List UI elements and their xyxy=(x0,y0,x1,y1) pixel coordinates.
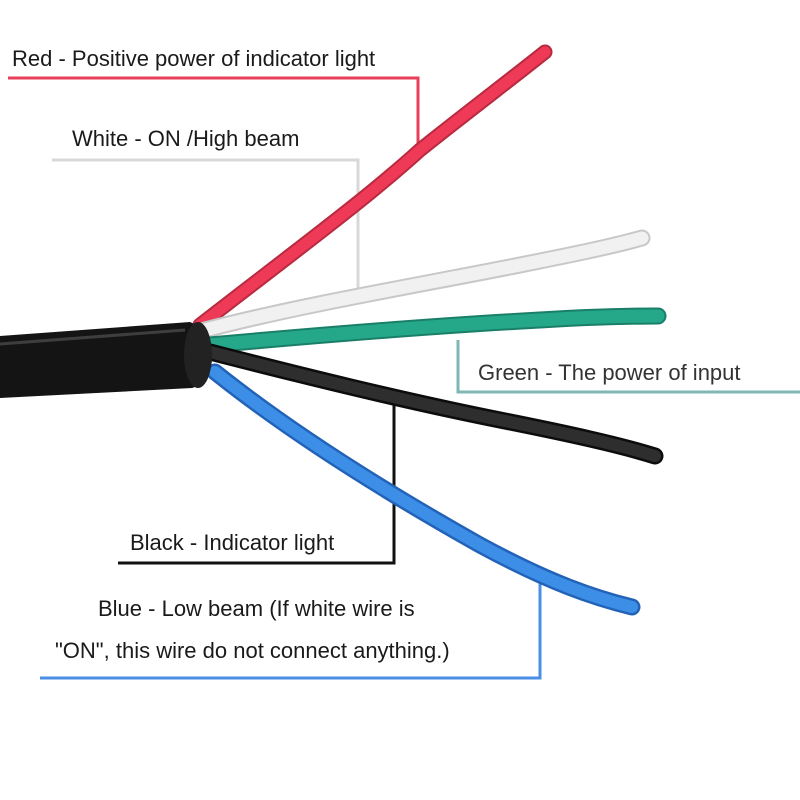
blue-wire-label-line-1: Blue - Low beam (If white wire is xyxy=(98,596,415,621)
black-leader-line xyxy=(118,400,396,565)
red-leader-line xyxy=(8,76,420,150)
blue-leader-line xyxy=(40,575,542,680)
green-wire-label: Green - The power of input xyxy=(478,360,741,385)
black-wire-label: Black - Indicator light xyxy=(130,530,335,555)
white-wire xyxy=(196,229,651,339)
green-wire xyxy=(201,307,667,354)
white-leader-line xyxy=(52,158,360,295)
red-wire-label: Red - Positive power of indicator light xyxy=(12,46,376,71)
white-wire-label: White - ON /High beam xyxy=(72,126,300,151)
black-wire xyxy=(201,343,664,465)
cable-jacket xyxy=(0,322,212,398)
green-leader-line xyxy=(456,340,800,394)
blue-wire xyxy=(206,363,641,616)
blue-wire-label-line-2: "ON", this wire do not connect anything.… xyxy=(55,638,450,663)
red-wire xyxy=(192,44,553,333)
